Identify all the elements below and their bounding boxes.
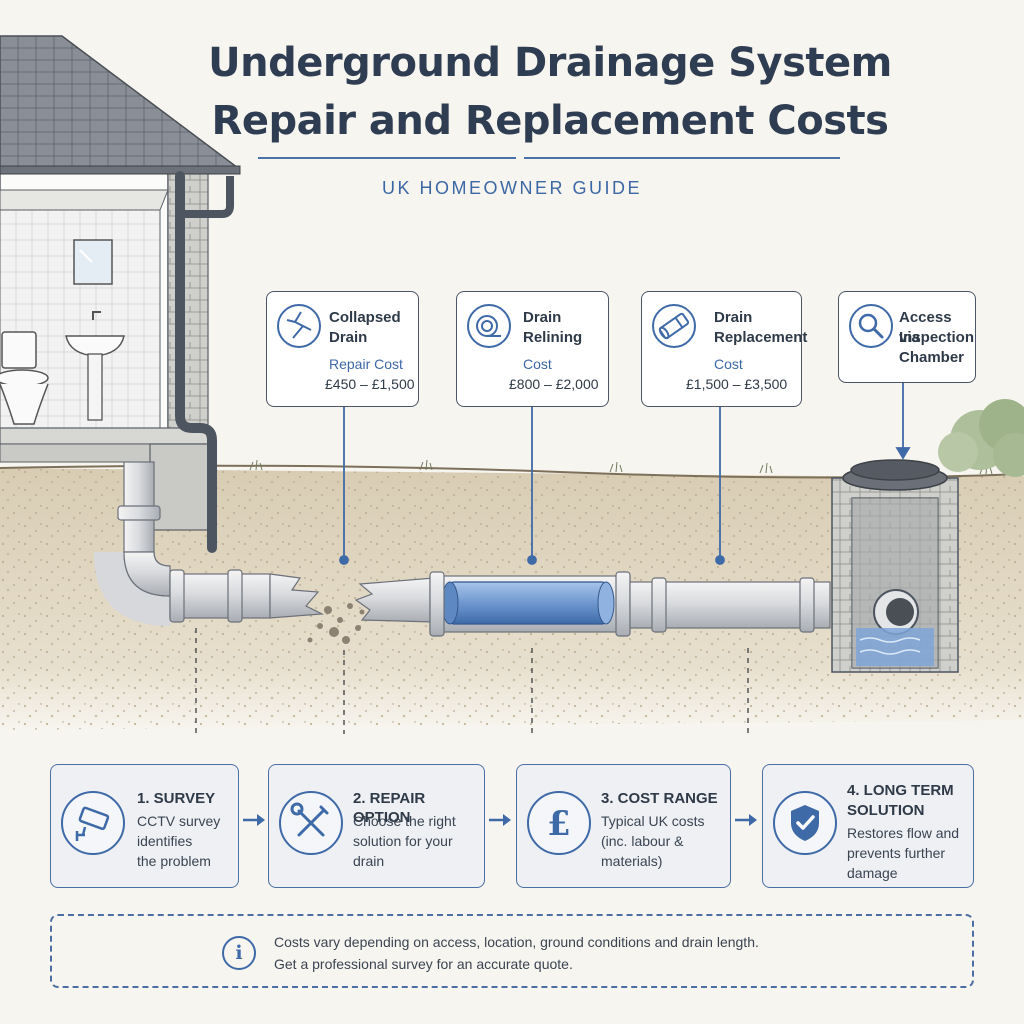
step-long-term-solution: 4. LONG TERM SOLUTION Restores flow and … bbox=[762, 764, 974, 888]
callout-title-line-1: Drain bbox=[714, 309, 753, 326]
callout-title-line-1: Access via bbox=[899, 309, 952, 346]
callout-cost-label: Cost bbox=[714, 356, 743, 372]
callout-collapsed-drain: Collapsed Drain Repair Cost £450 – £1,50… bbox=[266, 291, 419, 407]
cctv-camera-icon bbox=[61, 791, 125, 855]
callout-cost-label: Cost bbox=[523, 356, 552, 372]
step-desc-line-2: solution for your bbox=[353, 833, 453, 849]
tools-icon bbox=[279, 791, 343, 855]
step-survey: 1. SURVEY CCTV survey identifies the pro… bbox=[50, 764, 239, 888]
cracked-pipe-icon bbox=[277, 304, 321, 348]
step-heading: 1. SURVEY bbox=[137, 790, 216, 807]
title-rule-left bbox=[258, 157, 516, 159]
arrow-right-icon bbox=[243, 814, 265, 826]
callout-title-line-3: Chamber bbox=[899, 349, 965, 366]
callout-title-line-2: Replacement bbox=[714, 329, 808, 346]
callout-cost-label: Repair Cost bbox=[329, 356, 403, 372]
callout-drain-replacement: Drain Replacement Cost £1,500 – £3,500 bbox=[641, 291, 807, 407]
note-line-1: Costs vary depending on access, location… bbox=[274, 934, 759, 950]
callout-title-line-2: Drain bbox=[329, 329, 368, 346]
callout-drain-relining: Drain Relining Cost £800 – £2,000 bbox=[456, 291, 609, 407]
step-desc-line-1: CCTV survey bbox=[137, 813, 221, 829]
callout-title-line-1: Drain bbox=[523, 309, 562, 326]
step-desc-line-1: Restores flow and bbox=[847, 825, 960, 841]
step-desc-line-1: Choose the right bbox=[353, 813, 456, 829]
step-desc-line-3: the problem bbox=[137, 853, 211, 869]
callout-cost-range: £1,500 – £3,500 bbox=[686, 376, 788, 392]
step-desc-line-3: materials) bbox=[601, 853, 663, 869]
pipe-liner-icon bbox=[467, 304, 511, 348]
page-title-line-1: Underground Drainage System bbox=[208, 40, 892, 86]
step-heading-line-1: 4. LONG TERM bbox=[847, 782, 954, 799]
step-heading: 3. COST RANGE bbox=[601, 790, 718, 807]
arrow-right-icon bbox=[489, 814, 511, 826]
step-desc-line-3: damage bbox=[847, 865, 898, 881]
callout-title-line-2: Inspection bbox=[899, 329, 975, 346]
svg-text:£: £ bbox=[547, 804, 571, 844]
step-heading-line-2: SOLUTION bbox=[847, 802, 925, 819]
pound-icon: £ bbox=[527, 791, 591, 855]
step-desc-line-2: identifies bbox=[137, 833, 193, 849]
step-heading: 2. REPAIR OPTION bbox=[353, 790, 426, 826]
step-desc-line-2: prevents further bbox=[847, 845, 946, 861]
disclaimer-note: i Costs vary depending on access, locati… bbox=[50, 914, 974, 988]
pipe-section-icon bbox=[652, 304, 696, 348]
note-line-2: Get a professional survey for an accurat… bbox=[274, 956, 573, 972]
step-cost-range: £ 3. COST RANGE Typical UK costs (inc. l… bbox=[516, 764, 731, 888]
page-title-line-2: Repair and Replacement Costs bbox=[211, 98, 889, 144]
callout-title-line-2: Relining bbox=[523, 329, 583, 346]
step-desc-line-3: drain bbox=[353, 853, 385, 869]
arrow-right-icon bbox=[735, 814, 757, 826]
magnifier-icon bbox=[849, 304, 893, 348]
title-rule-right bbox=[524, 157, 840, 159]
callout-cost-range: £450 – £1,500 bbox=[325, 376, 415, 392]
shield-check-icon bbox=[773, 791, 837, 855]
step-desc-line-1: Typical UK costs bbox=[601, 813, 705, 829]
step-desc-line-2: (inc. labour & bbox=[601, 833, 684, 849]
callout-title-line-1: Collapsed bbox=[329, 309, 401, 326]
step-repair-option: 2. REPAIR OPTION Choose the right soluti… bbox=[268, 764, 485, 888]
callout-inspection-chamber: Access via Inspection Chamber bbox=[838, 291, 976, 383]
info-icon: i bbox=[222, 936, 256, 970]
callout-cost-range: £800 – £2,000 bbox=[509, 376, 599, 392]
page-subtitle: UK HOMEOWNER GUIDE bbox=[381, 178, 642, 198]
